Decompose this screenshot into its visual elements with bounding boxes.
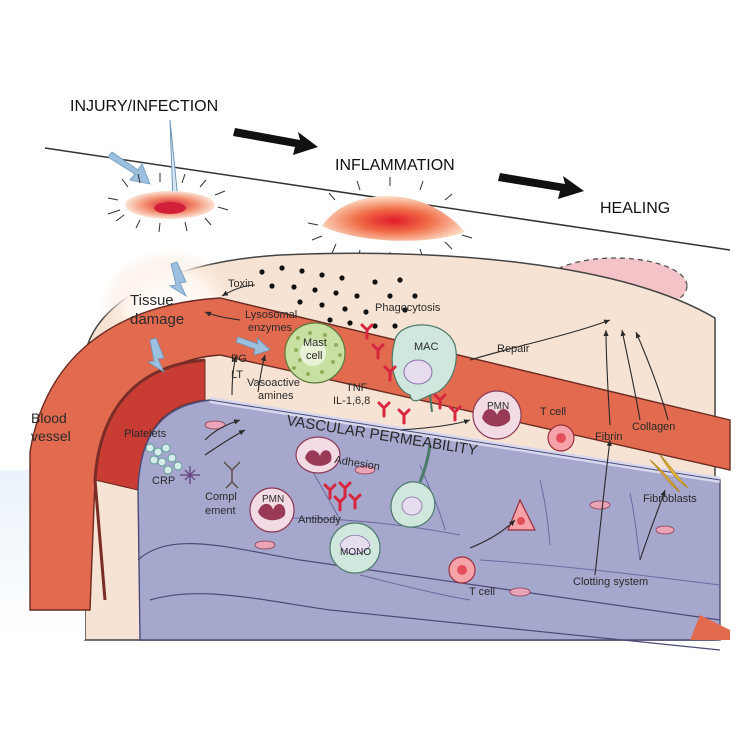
phagocytosis-label: Phagocytosis xyxy=(375,302,441,314)
tnf-label: TNF xyxy=(346,382,368,394)
vasoactive-label-1: Vasoactive xyxy=(247,377,300,389)
platelets-label: Platelets xyxy=(124,428,167,440)
tissue-damage-label-1: Tissue xyxy=(130,292,174,309)
stage-inflammation-label: INFLAMMATION xyxy=(335,157,455,174)
pointer-arrow-toxin xyxy=(168,261,187,298)
stage-injury-label: INJURY/INFECTION xyxy=(70,98,218,115)
fibroblast-cells xyxy=(649,454,689,493)
mac-label: MAC xyxy=(414,341,439,353)
pointer-arrow-vessel xyxy=(146,337,165,374)
pg-label: PG xyxy=(231,353,247,365)
crp-molecule xyxy=(180,466,200,484)
il-label: IL-1,6,8 xyxy=(333,395,370,407)
pointer-arrow-injury xyxy=(107,151,151,185)
pmn-cell-wall xyxy=(295,436,341,474)
mono-cell xyxy=(329,522,381,574)
blood-vessel-label-2: vessel xyxy=(31,428,71,444)
mast-cell-label-2: cell xyxy=(306,350,323,362)
blood-vessel-label-1: Blood xyxy=(31,410,67,426)
pmn-tissue-label: PMN xyxy=(487,401,509,412)
stage-arrow-1 xyxy=(233,128,318,155)
monocyte-transmigrating xyxy=(390,444,436,528)
collagen-label: Collagen xyxy=(632,421,675,433)
t-cell-tissue-label: T cell xyxy=(540,406,566,418)
mono-label: MONO xyxy=(340,547,371,558)
vasoactive-label-2: amines xyxy=(258,390,294,402)
toxin-particles xyxy=(259,265,418,329)
t-cell-vessel xyxy=(448,556,476,584)
stage-healing-label: HEALING xyxy=(600,200,670,217)
pmn-cell-tissue xyxy=(472,390,522,440)
mast-cell-label-1: Mast xyxy=(303,337,327,349)
pointer-arrow-enzymes xyxy=(235,336,271,356)
lysosomal-label-1: Lysosomal xyxy=(245,309,297,321)
antibody-cluster-top xyxy=(360,323,462,425)
pmn-vessel-label: PMN xyxy=(262,494,284,505)
lt-label: LT xyxy=(231,369,243,381)
antibody-cluster-vessel xyxy=(323,481,362,512)
t-cell-vessel-label: T cell xyxy=(469,586,495,598)
complement-molecule xyxy=(223,461,241,489)
lysosomal-label-2: enzymes xyxy=(248,322,293,334)
complement-label-2: ement xyxy=(205,505,236,517)
t-cell-tissue xyxy=(547,424,575,452)
stage-arrow-2 xyxy=(498,173,584,199)
platelet-cluster xyxy=(145,443,183,475)
complement-label-1: Compl xyxy=(205,491,237,503)
toxin-label: Toxin xyxy=(228,278,254,290)
antibody-label: Antibody xyxy=(298,514,341,526)
clotting-system-label: Clotting system xyxy=(573,576,648,588)
fibroblasts-label: Fibroblasts xyxy=(643,493,697,505)
process-arrows xyxy=(204,284,669,576)
needle-icon xyxy=(169,119,179,201)
crp-label: CRP xyxy=(152,475,175,487)
pmn-cell-vessel xyxy=(249,487,295,533)
tissue-damage-label-2: damage xyxy=(130,311,184,328)
mast-cell xyxy=(284,322,346,384)
repair-label: Repair xyxy=(497,343,530,355)
fibrin-label: Fibrin xyxy=(595,431,623,443)
inflammation-bump xyxy=(307,177,473,261)
macrophage-cell xyxy=(391,324,457,413)
injury-wound xyxy=(107,173,229,233)
